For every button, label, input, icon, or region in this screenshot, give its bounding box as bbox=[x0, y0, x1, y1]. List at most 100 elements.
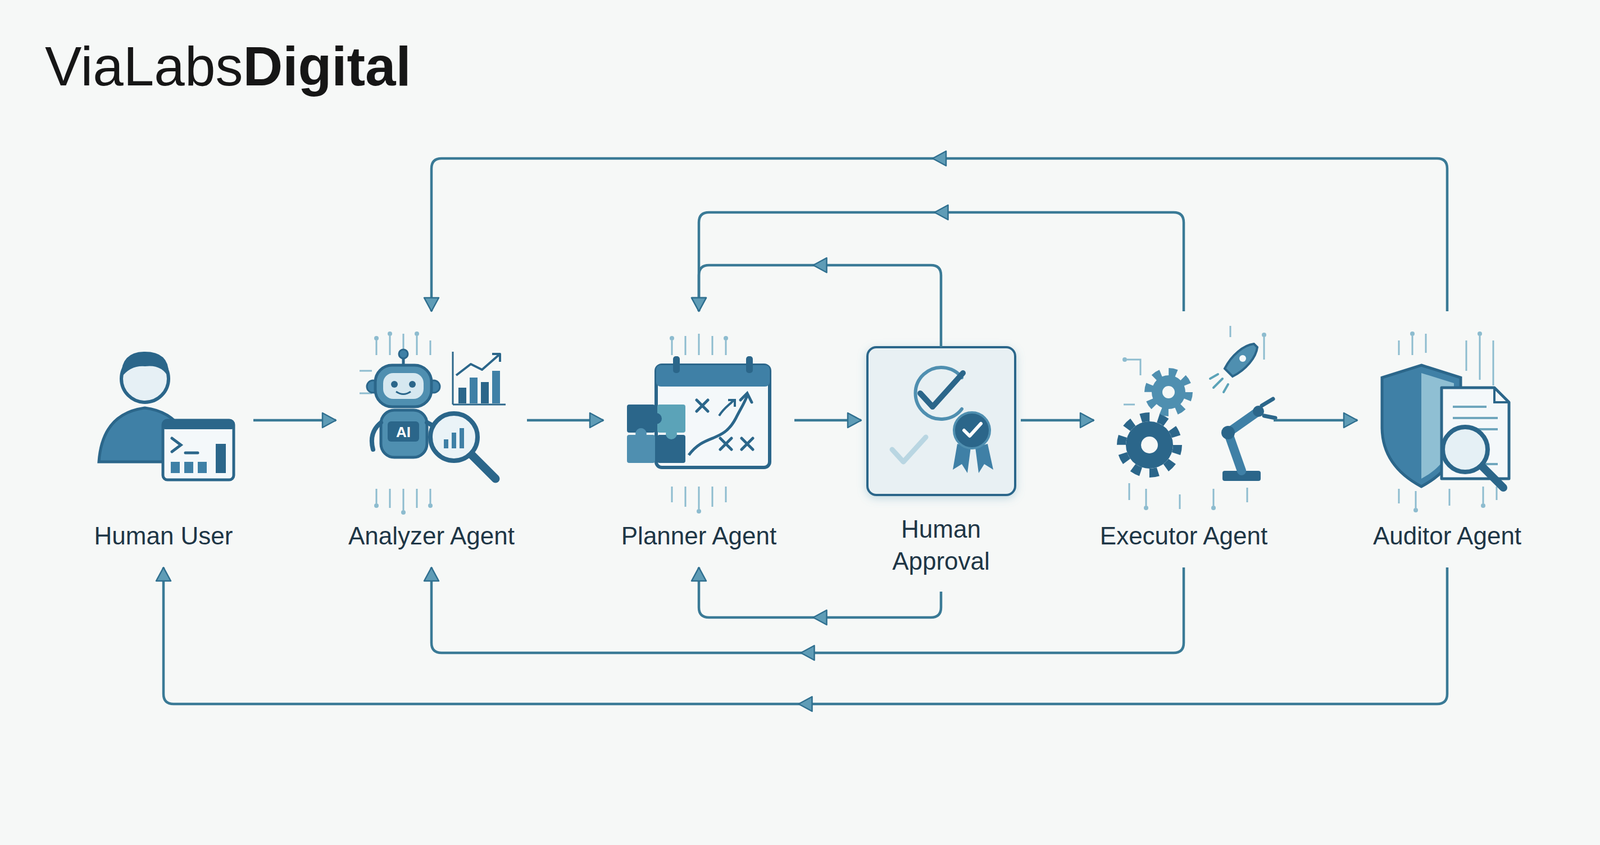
circuit-dot bbox=[723, 335, 729, 341]
circuit-dot bbox=[1480, 503, 1486, 508]
node-label: Analyzer Agent bbox=[307, 519, 556, 552]
approval-panel bbox=[867, 347, 1016, 495]
arrow-head bbox=[1343, 412, 1358, 428]
terminal-bar bbox=[197, 461, 207, 474]
chart-trend bbox=[456, 353, 500, 376]
chart-axis bbox=[452, 351, 506, 405]
robot-smile bbox=[396, 391, 411, 395]
circuit-dot bbox=[1122, 357, 1127, 362]
agent-node: Planner Agent bbox=[608, 311, 789, 568]
calendar-ring bbox=[673, 356, 680, 374]
connector bbox=[794, 412, 862, 428]
lens-bar bbox=[443, 439, 449, 449]
arrow-head bbox=[424, 297, 439, 312]
arrow-head bbox=[691, 567, 707, 581]
arrow-head bbox=[322, 412, 336, 428]
rocket-body bbox=[1224, 343, 1258, 377]
gear-body bbox=[1151, 375, 1186, 409]
arrow-head bbox=[691, 297, 707, 312]
arrow-head bbox=[847, 412, 862, 428]
puzzle-knob bbox=[665, 428, 677, 440]
connector bbox=[424, 567, 1184, 661]
robot-body bbox=[380, 410, 427, 458]
robot-eye bbox=[391, 380, 398, 388]
circuit-dot bbox=[1477, 331, 1483, 336]
circuit-dot bbox=[428, 503, 433, 508]
faint-check bbox=[892, 437, 926, 462]
node-label: Auditor Agent bbox=[1323, 519, 1571, 552]
document-fold bbox=[1494, 387, 1509, 403]
robot-head bbox=[375, 365, 432, 407]
terminal-window bbox=[162, 420, 234, 480]
puzzle-knob bbox=[635, 428, 647, 440]
arrow-head bbox=[798, 696, 813, 712]
circuit-dot bbox=[1261, 332, 1267, 338]
badge-check bbox=[964, 423, 981, 436]
arrow-head bbox=[156, 567, 171, 581]
circuit-dot bbox=[669, 335, 675, 341]
agent-node: Analyzer Agent bbox=[341, 311, 522, 568]
arm-joint bbox=[1221, 425, 1235, 440]
magnifier-handle bbox=[1482, 466, 1504, 488]
gear-body bbox=[1125, 421, 1174, 469]
terminal-bar bbox=[170, 461, 180, 474]
connector bbox=[526, 412, 604, 428]
connector bbox=[691, 205, 1184, 312]
terminal-prompt bbox=[171, 438, 198, 453]
arrow-head bbox=[934, 205, 949, 220]
node-label: Human User bbox=[45, 519, 282, 552]
connector bbox=[1020, 412, 1094, 428]
terminal-titlebar bbox=[162, 420, 234, 430]
circuit-dot bbox=[1211, 505, 1216, 511]
arrow-head bbox=[691, 297, 707, 312]
circuit-trace bbox=[359, 333, 431, 511]
calendar-ring bbox=[746, 356, 753, 374]
connector bbox=[691, 257, 942, 348]
connector-line bbox=[698, 567, 942, 618]
robot-antenna-tip bbox=[398, 349, 408, 359]
badge-seal bbox=[953, 412, 990, 449]
chest-badge-text: AI bbox=[396, 424, 411, 441]
connector-line bbox=[163, 567, 1448, 704]
plan-route-head bbox=[740, 393, 752, 403]
calendar-frame bbox=[656, 365, 770, 468]
chart-bar bbox=[492, 370, 500, 404]
connector bbox=[1273, 412, 1358, 428]
magnifier-lens bbox=[430, 413, 478, 461]
terminal-bar bbox=[184, 461, 194, 474]
magnifier-lens bbox=[1442, 426, 1488, 472]
document bbox=[1441, 387, 1509, 479]
circuit-dot bbox=[401, 510, 406, 515]
circuit-dot bbox=[414, 331, 420, 336]
brand-logo: ViaLabsDigital bbox=[44, 34, 412, 99]
logo-text: Digital bbox=[242, 34, 411, 99]
connector bbox=[691, 567, 942, 625]
arrow-head bbox=[1080, 412, 1094, 428]
arm-gripper bbox=[1261, 398, 1276, 418]
robot-eye bbox=[408, 380, 416, 388]
user-node: Human User bbox=[79, 311, 248, 568]
circuit-dot bbox=[696, 508, 702, 514]
node-label: Planner Agent bbox=[575, 519, 823, 552]
magnifier-handle bbox=[470, 453, 496, 479]
circuit-dot bbox=[1410, 331, 1415, 336]
circuit-dot bbox=[1413, 507, 1418, 513]
user-hair bbox=[121, 351, 169, 378]
logo-text: ViaLabs bbox=[44, 34, 243, 99]
check-mark bbox=[920, 373, 963, 407]
chart-bar bbox=[469, 377, 478, 404]
arrow-head bbox=[589, 412, 604, 428]
connector bbox=[156, 567, 1448, 712]
circuit-dot bbox=[387, 331, 393, 336]
node-label: Human Approval bbox=[870, 512, 1012, 577]
arrow-head bbox=[932, 151, 947, 166]
puzzle-knob bbox=[650, 412, 662, 425]
gear-teeth bbox=[1121, 416, 1178, 474]
robot-chest-panel bbox=[387, 421, 420, 442]
plan-arrow bbox=[719, 400, 735, 416]
circuit-dot bbox=[374, 335, 379, 341]
lens-bar bbox=[451, 432, 457, 449]
